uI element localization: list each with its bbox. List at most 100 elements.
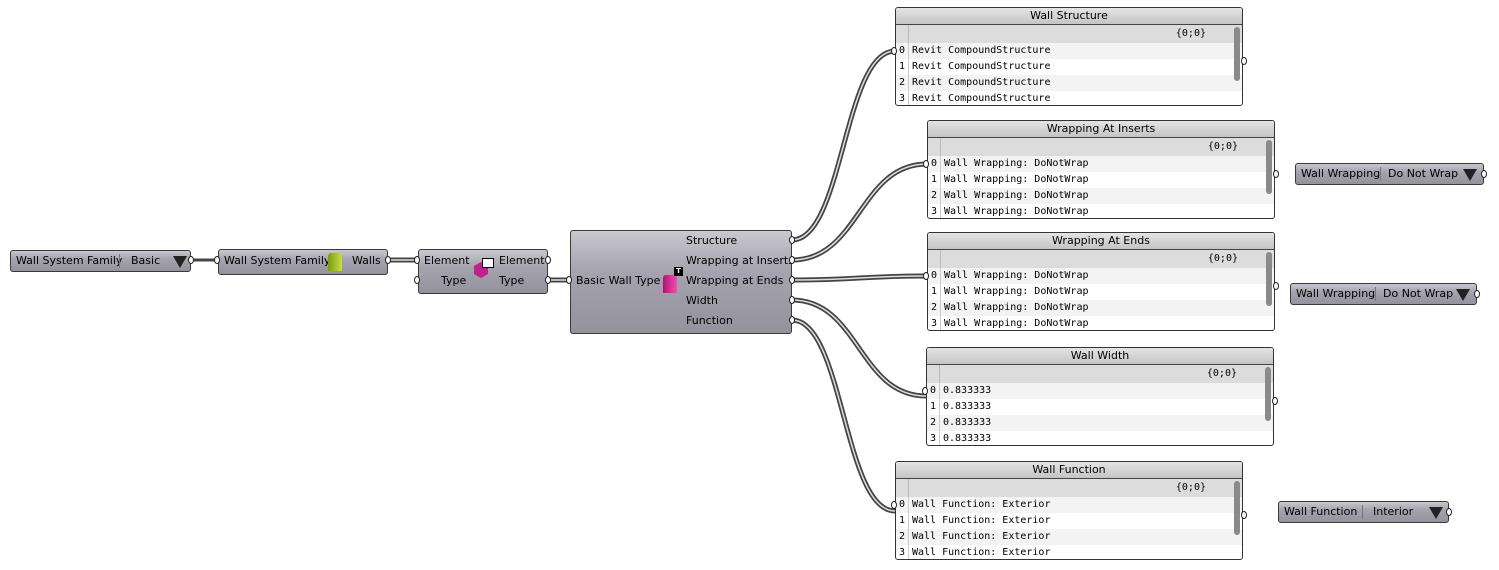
row-index: 0 (896, 497, 909, 513)
row-value: 0.833333 (943, 417, 992, 428)
output-port[interactable] (188, 256, 194, 264)
wall-system-family-component[interactable]: Wall System Family Walls (218, 249, 388, 275)
output-port[interactable] (1241, 57, 1247, 65)
output-port[interactable] (1273, 170, 1279, 178)
type-card-icon (482, 258, 494, 268)
output-port[interactable] (545, 276, 551, 284)
wall-system-family-dropdown[interactable]: Wall System Family Basic (10, 250, 191, 272)
input-port[interactable] (214, 256, 220, 264)
chevron-down-icon[interactable] (1463, 169, 1477, 181)
wall-function-value-list[interactable]: Wall Function Interior (1278, 501, 1449, 523)
chevron-down-icon[interactable] (173, 256, 187, 268)
row-index: 2 (927, 415, 940, 431)
output-port[interactable] (789, 236, 795, 244)
type-badge-icon: T (674, 267, 683, 276)
input-port[interactable] (891, 501, 897, 509)
output-port[interactable] (545, 256, 551, 264)
wall-wrapping-value-list[interactable]: Wall Wrapping Do Not Wrap (1290, 283, 1477, 305)
row-index: 0 (928, 156, 941, 172)
panel-title: Wall Width (927, 348, 1273, 365)
row-index: 3 (928, 204, 941, 218)
wire-inner (791, 275, 928, 281)
row-value: 0.833333 (943, 433, 992, 444)
output-port[interactable] (1241, 511, 1247, 519)
output-port[interactable] (789, 276, 795, 284)
output-port[interactable] (385, 256, 391, 264)
divider (1362, 505, 1363, 519)
output-port[interactable] (1446, 508, 1452, 516)
output-port[interactable] (789, 316, 795, 324)
output-type-label: Type (499, 274, 525, 287)
basic-wall-type-component[interactable]: Basic Wall Type T Structure Wrapping at … (570, 230, 794, 334)
row-index: 2 (928, 188, 941, 204)
scrollbar[interactable] (1265, 367, 1271, 421)
input-port[interactable] (414, 256, 420, 264)
output-port[interactable] (789, 256, 795, 264)
row-index: 3 (928, 316, 941, 330)
chevron-down-icon[interactable] (1429, 507, 1443, 519)
wall-wrapping-value-list[interactable]: Wall Wrapping Do Not Wrap (1295, 163, 1484, 185)
row-index: 2 (896, 75, 909, 91)
divider (1375, 287, 1376, 301)
row-index: 1 (928, 284, 941, 300)
panel-title: Wrapping At Ends (928, 233, 1274, 250)
row-value: Revit CompoundStructure (912, 45, 1051, 56)
scrollbar[interactable] (1266, 140, 1272, 194)
panel-path: {0;0} (928, 138, 1274, 156)
input-port[interactable] (923, 272, 929, 280)
row-value: Wall Wrapping: DoNotWrap (944, 302, 1089, 313)
input-type-label: Type (441, 274, 467, 287)
output-label: Walls (352, 254, 381, 267)
row-index: 3 (896, 91, 909, 105)
element-type-component[interactable]: Element Type Element Type (418, 249, 548, 294)
input-port[interactable] (923, 160, 929, 168)
scrollbar[interactable] (1234, 481, 1240, 535)
input-label: Basic Wall Type (576, 274, 661, 287)
input-port[interactable] (414, 276, 420, 284)
input-port[interactable] (891, 47, 897, 55)
input-port[interactable] (566, 276, 572, 284)
output-port[interactable] (1481, 170, 1487, 178)
row-value: Revit CompoundStructure (912, 77, 1051, 88)
row-value: 0.833333 (943, 385, 992, 396)
scrollbar[interactable] (1234, 27, 1240, 81)
wire-inner (791, 319, 896, 512)
output-element-label: Element (499, 254, 545, 267)
panel-title: Wall Function (896, 462, 1242, 479)
output-port[interactable] (1474, 290, 1480, 298)
path-label: {0;0} (1175, 482, 1206, 493)
input-element-label: Element (424, 254, 470, 267)
scrollbar[interactable] (1266, 252, 1272, 306)
output-port[interactable] (1273, 282, 1279, 290)
row-index: 1 (896, 59, 909, 75)
output-port[interactable] (1272, 397, 1278, 405)
row-value: Wall Wrapping: DoNotWrap (944, 286, 1089, 297)
panel-title: Wall Structure (896, 8, 1242, 25)
row-value: Wall Wrapping: DoNotWrap (944, 174, 1089, 185)
output-wrapping-inserts-label: Wrapping at Inserts (686, 254, 794, 267)
chevron-down-icon[interactable] (1456, 289, 1470, 301)
input-port[interactable] (922, 387, 928, 395)
output-port[interactable] (789, 296, 795, 304)
output-width-label: Width (686, 294, 718, 307)
panel-path: {0;0} (927, 365, 1273, 383)
